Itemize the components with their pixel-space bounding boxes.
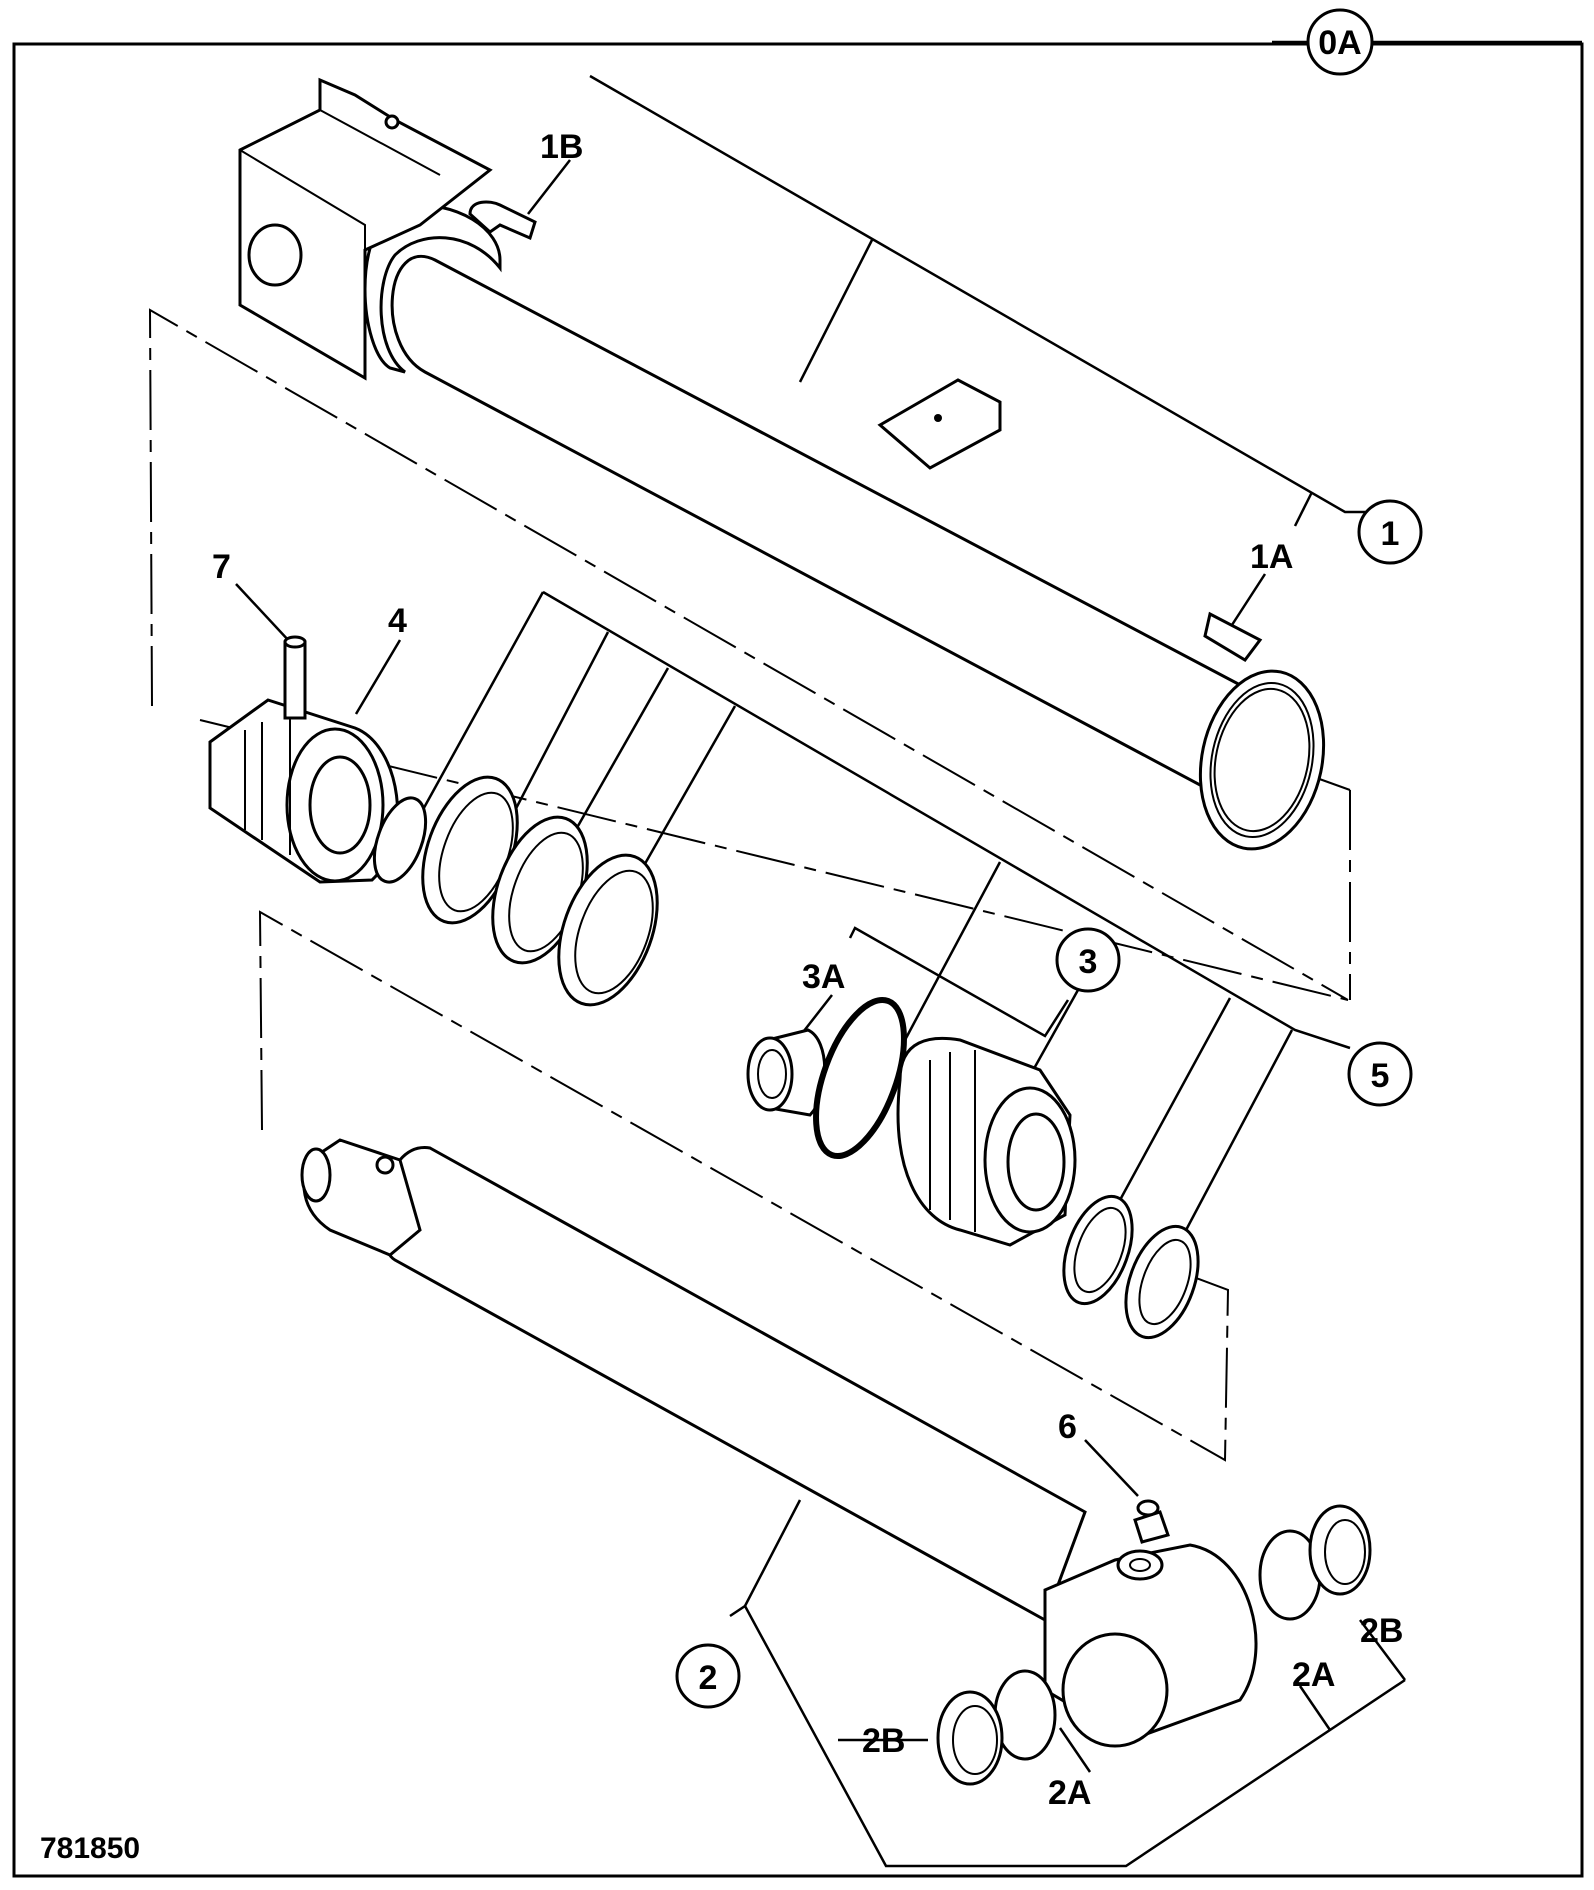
assembly-centerlines <box>148 308 1351 1462</box>
callout-1: 1 <box>1357 499 1423 565</box>
callout-1-text: 1 <box>1381 515 1400 553</box>
label-1a: 1A <box>1250 538 1293 576</box>
figure-number: 781850 <box>40 1832 140 1865</box>
piston-o-ring <box>813 996 907 1160</box>
label-2b-lower: 2B <box>862 1722 905 1760</box>
callout-5-text: 5 <box>1371 1057 1390 1095</box>
mounting-tab <box>877 378 1002 470</box>
diagram-frame <box>12 42 1584 1878</box>
label-3a: 3A <box>802 958 845 996</box>
pin <box>283 635 307 720</box>
callout-5: 5 <box>1347 1041 1413 1107</box>
callout-0a: 0A <box>1306 8 1374 76</box>
piston-bearing <box>746 1028 827 1117</box>
head-pin-bore <box>247 223 303 287</box>
label-2a-lower: 2A <box>1048 1774 1091 1812</box>
label-6: 6 <box>1058 1408 1077 1446</box>
end-cap <box>208 698 400 884</box>
barrel-grease-port <box>468 200 537 241</box>
grease-nipple <box>1133 1499 1170 1544</box>
label-1b: 1B <box>540 128 583 166</box>
cylinder-barrel <box>238 77 1326 851</box>
label-2b-upper: 2B <box>1360 1612 1403 1650</box>
label-2a-upper: 2A <box>1292 1656 1335 1694</box>
piston-rod <box>300 1138 1258 1748</box>
part-labels: 1B 1A 7 4 3A 6 2B 2A 2B 2A <box>212 128 1403 1812</box>
callout-2: 2 <box>675 1643 741 1709</box>
piston-seals <box>1062 1194 1200 1340</box>
callout-2-text: 2 <box>699 1659 718 1697</box>
label-7: 7 <box>212 548 231 586</box>
label-4: 4 <box>388 602 407 640</box>
piston <box>896 1036 1077 1247</box>
seal-rings <box>372 775 659 1007</box>
callout-3-text: 3 <box>1079 943 1098 981</box>
bracket-lines <box>235 40 1582 1868</box>
callout-3: 3 <box>1055 927 1121 993</box>
callout-0a-text: 0A <box>1318 24 1361 62</box>
rod-eye-bushes <box>936 1504 1372 1786</box>
